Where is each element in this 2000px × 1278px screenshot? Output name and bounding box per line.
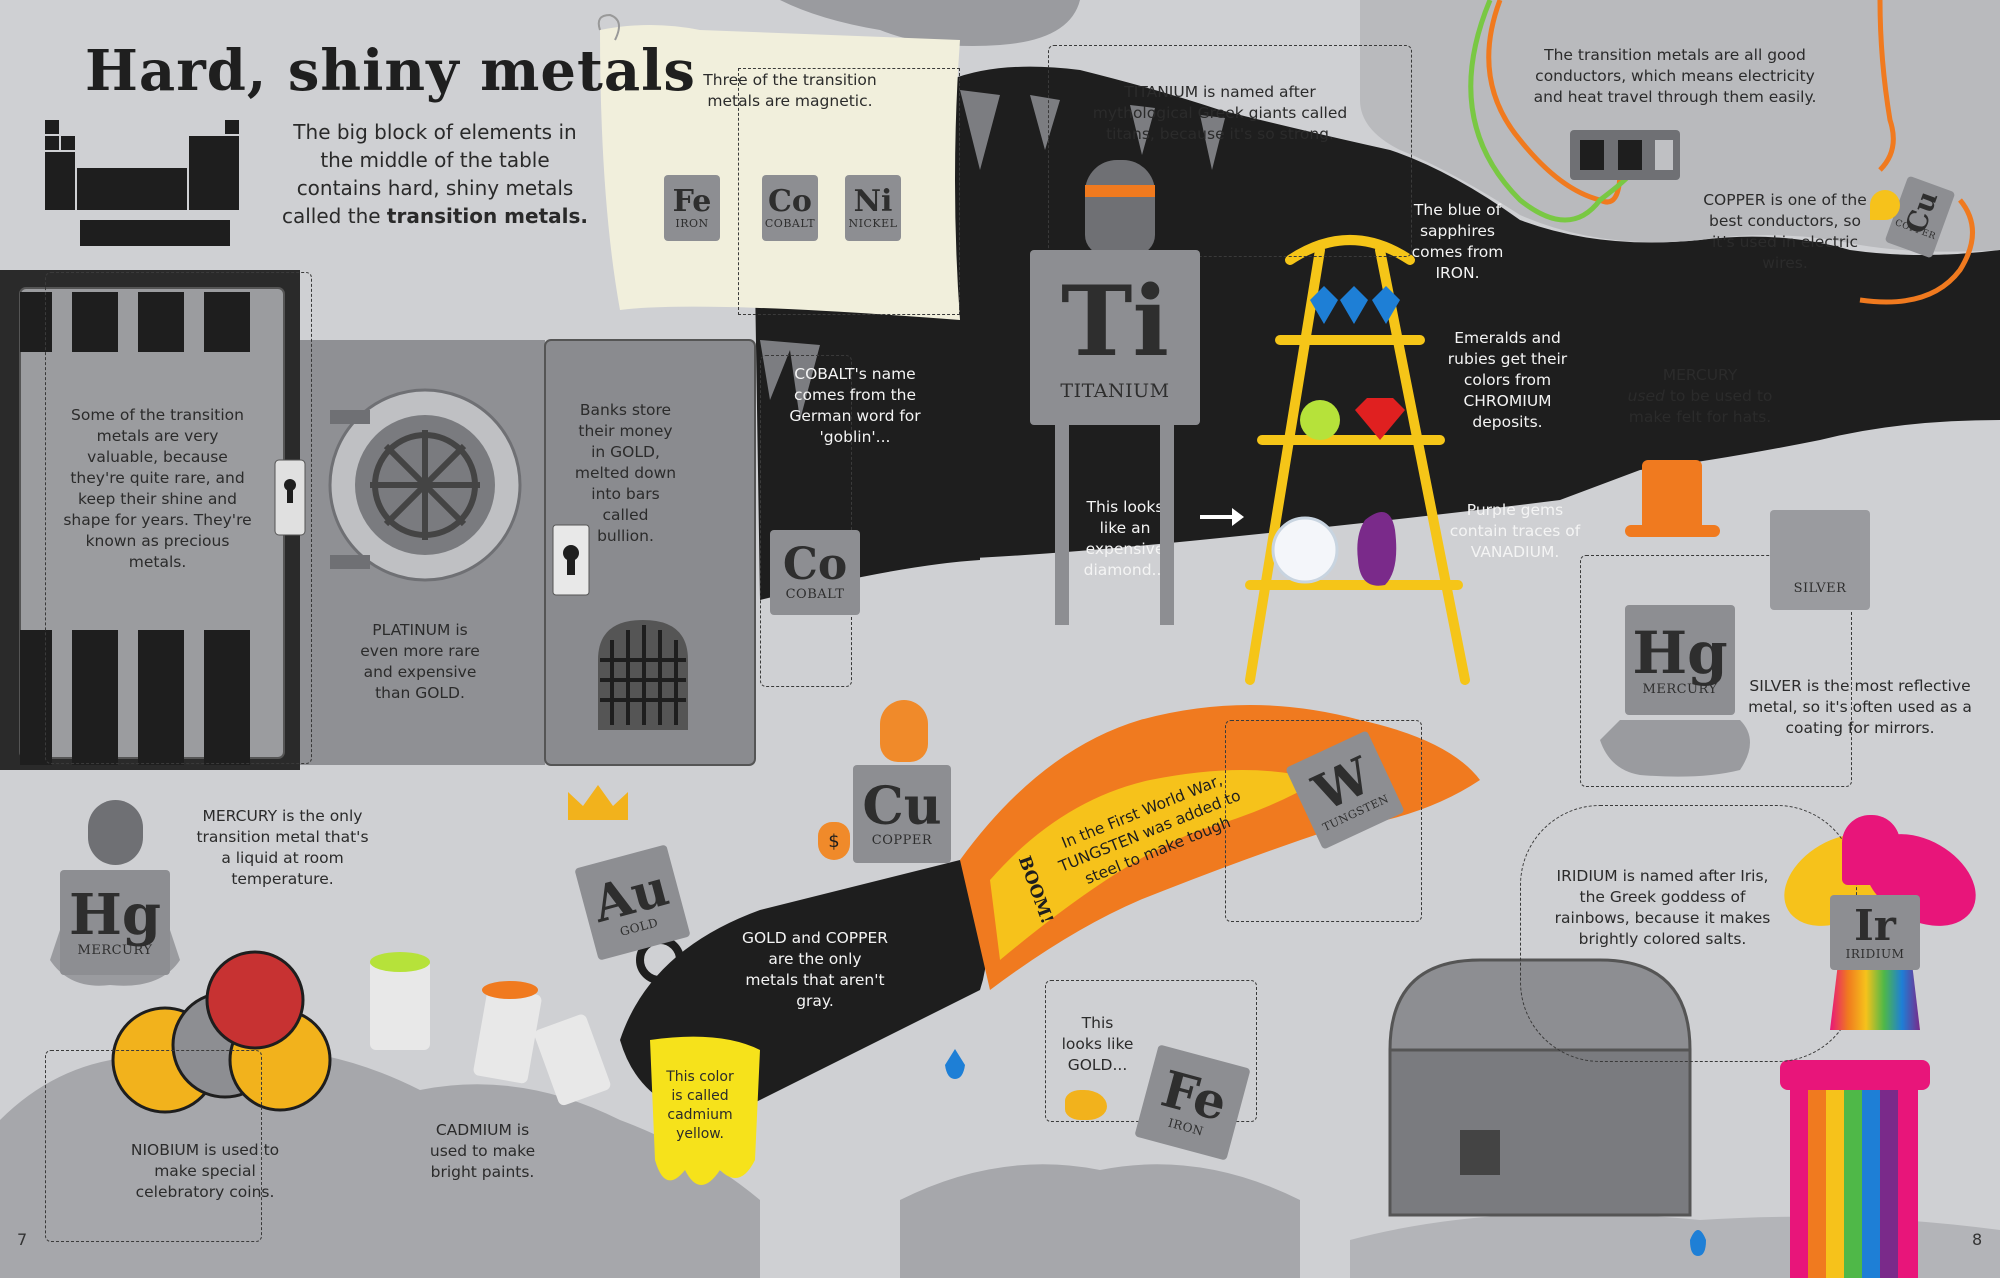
tile-symbol: Fe xyxy=(1155,1058,1234,1133)
titanium-headband xyxy=(1085,185,1155,197)
tile-symbol: Cu xyxy=(1898,186,1945,238)
caption-iridium: IRIDIUM is named after Iris, the Greek g… xyxy=(1554,867,1771,948)
scroll-dashed-region xyxy=(738,68,960,315)
tile-name: COBALT xyxy=(764,216,816,230)
caption-gold-copper: GOLD and COPPER are the only metals that… xyxy=(741,929,889,1010)
caption-purple-gems: Purple gems contain traces of VANADIUM. xyxy=(1449,501,1581,561)
tile-symbol: Ti xyxy=(1061,264,1169,378)
caption-emeralds: Emeralds and rubies get their colors fro… xyxy=(1447,329,1568,431)
tile-symbol: Ni xyxy=(853,183,893,219)
caption-banks: Banks store their money in GOLD, melted … xyxy=(574,401,677,545)
tile-name: SILVER xyxy=(1793,580,1847,596)
tile-name: TITANIUM xyxy=(1060,379,1170,402)
caption-mercury-liquid: MERCURY is the only transition metal tha… xyxy=(196,807,369,888)
tile-co-small: Co COBALT xyxy=(762,175,818,241)
caption-copper-wires: COPPER is one of the best conductors, so… xyxy=(1703,191,1867,272)
tile-symbol: Fe xyxy=(672,183,712,219)
titanium-dashed-region xyxy=(1048,45,1412,257)
moneybag-icon: $ xyxy=(818,822,850,860)
caption-magnetic: Three of the transition metals are magne… xyxy=(703,71,877,110)
vault-dashed-region xyxy=(45,272,312,764)
page-title: Hard, shiny metals xyxy=(85,38,696,104)
titanium-character-head xyxy=(1085,160,1155,255)
tile-symbol: Hg xyxy=(68,882,162,948)
caption-cadmium: CADMIUM is used to make bright paints. xyxy=(429,1121,536,1181)
tile-name: MERCURY xyxy=(1642,681,1718,697)
page-number-left: 7 xyxy=(17,1230,28,1249)
caption-diamond: This looks like an expensive diamond... xyxy=(1083,498,1167,579)
tile-ti: Ti TITANIUM xyxy=(1030,250,1200,425)
tile-cu: Cu COPPER xyxy=(853,765,951,863)
tile-symbol: Co xyxy=(782,539,848,590)
iridium-hair xyxy=(1842,815,1900,885)
tile-hg-right: Hg MERCURY xyxy=(1625,605,1735,715)
tile-co: Co COBALT xyxy=(770,530,860,615)
fools-gold-nugget xyxy=(1065,1090,1107,1120)
caption-silver: SILVER is the most reflective metal, so … xyxy=(1748,677,1972,737)
mercury-hats-1: MERCURY xyxy=(1662,366,1738,384)
tile-name: IRON xyxy=(675,216,709,230)
periodic-table-icon xyxy=(45,120,239,246)
iridium-rainbow-skirt xyxy=(1830,970,1920,1030)
tile-ni-small: Ni NICKEL xyxy=(845,175,901,241)
caption-fools-gold: This looks like GOLD... xyxy=(1061,1014,1134,1074)
caption-cobalt-name: COBALT's name comes from the German word… xyxy=(789,365,921,446)
intro-text: The big block of elements in the middle … xyxy=(280,118,590,230)
tile-ir: Ir IRIDIUM xyxy=(1830,895,1920,970)
caption-sapphires: The blue of sapphires comes from IRON. xyxy=(1411,201,1504,282)
mercury-left-head xyxy=(88,800,143,865)
mercury-hat-brim xyxy=(1625,525,1720,537)
intro-plain: The big block of elements in the middle … xyxy=(282,120,577,228)
page-number-right: 8 xyxy=(1972,1230,1983,1249)
intro-bold: transition metals. xyxy=(386,204,588,228)
tile-name: COBALT xyxy=(785,587,845,602)
mercury-hats-3: to be used to make felt for hats. xyxy=(1628,387,1773,426)
tile-hg-left: Hg MERCURY xyxy=(60,870,170,975)
caption-platinum: PLATINUM is even more rare and expensive… xyxy=(360,621,480,702)
tile-name: NICKEL xyxy=(848,216,898,230)
tile-name: IRIDIUM xyxy=(1845,946,1905,961)
tile-ag: SILVER xyxy=(1770,510,1870,610)
tile-name: MERCURY xyxy=(77,943,153,958)
tile-symbol: Au xyxy=(586,857,675,934)
tile-symbol: Co xyxy=(768,183,812,219)
titanium-leg-left xyxy=(1055,425,1069,625)
caption-precious: Some of the transition metals are very v… xyxy=(63,406,252,571)
silver-dashed-region xyxy=(1580,555,1852,787)
copper-head xyxy=(880,700,928,762)
mercury-hat xyxy=(1642,460,1702,530)
tile-name: COPPER xyxy=(871,832,933,848)
cobalt-dashed-region xyxy=(760,355,852,687)
caption-conductors: The transition metals are all good condu… xyxy=(1533,46,1817,106)
tile-fe-small: Fe IRON xyxy=(664,175,720,241)
mercury-hats-2: used xyxy=(1627,387,1665,405)
tile-symbol: Cu xyxy=(862,775,942,837)
tile-symbol: Ir xyxy=(1854,900,1896,950)
caption-mercury-hats: MERCURY used to be used to make felt for… xyxy=(1620,365,1780,428)
coins-dashed-region xyxy=(45,1050,262,1242)
caption-niobium: NIOBIUM is used to make special celebrat… xyxy=(130,1141,280,1201)
cu-wire-flame xyxy=(1870,190,1900,220)
tile-symbol: Hg xyxy=(1632,618,1728,687)
caption-titanium: TITANIUM is named after mythological Gre… xyxy=(1092,83,1348,143)
titanium-leg-right xyxy=(1160,425,1174,625)
tungsten-dashed-region xyxy=(1225,720,1422,922)
caption-cadmium-yellow: This color is called cadmium yellow. xyxy=(666,1069,734,1142)
